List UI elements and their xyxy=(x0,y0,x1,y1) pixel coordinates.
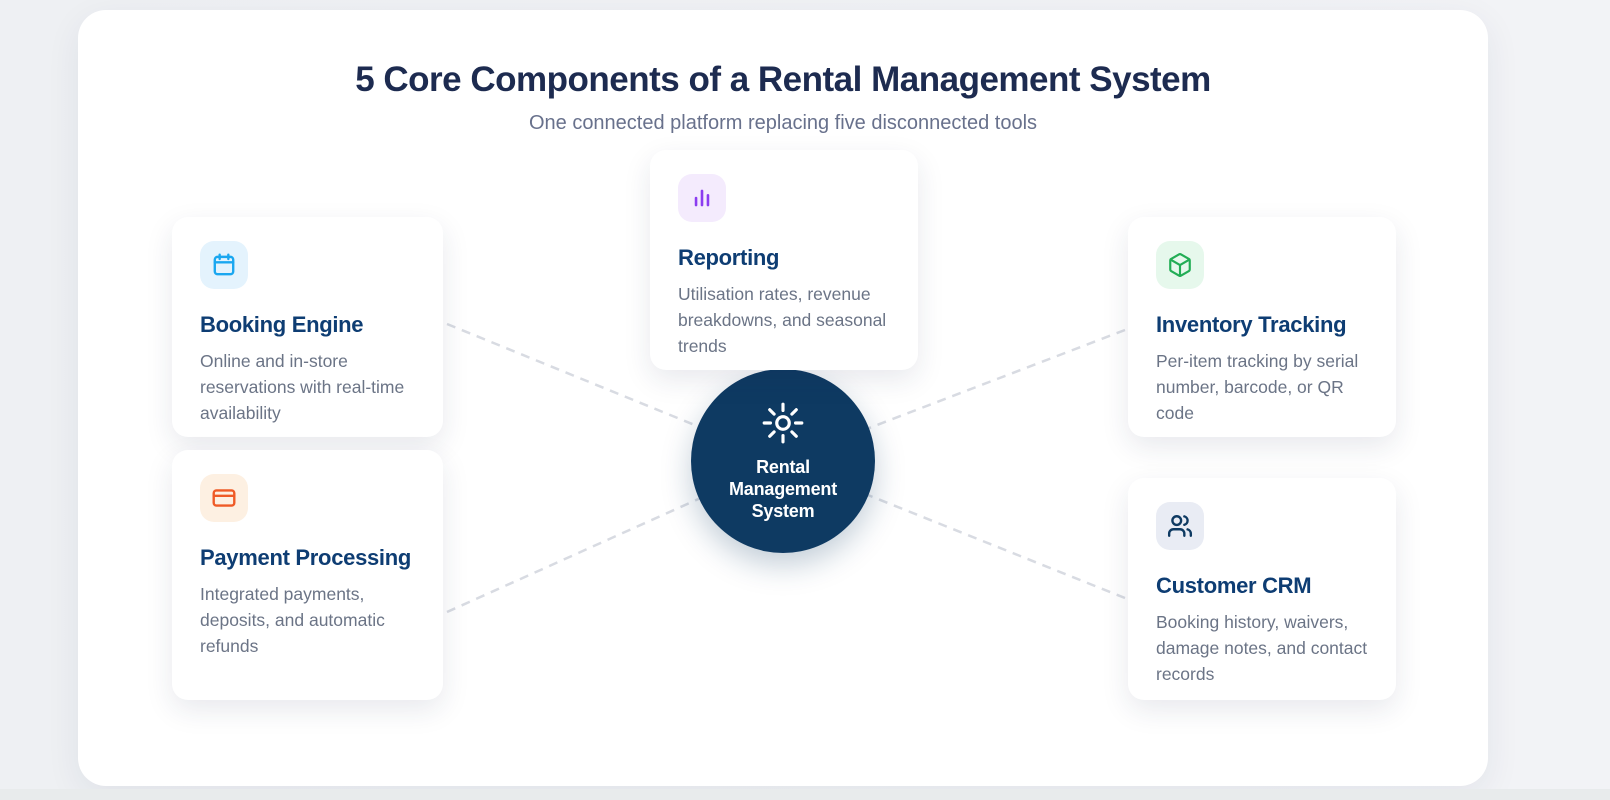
card-reporting: Reporting Utilisation rates, revenue bre… xyxy=(650,150,918,370)
card-title: Payment Processing xyxy=(200,545,412,570)
bottom-strip xyxy=(0,789,1610,800)
card-booking-engine: Booking Engine Online and in-store reser… xyxy=(172,217,443,437)
cube-icon xyxy=(1156,241,1204,289)
card-description: Online and in-store reservations with re… xyxy=(200,351,405,423)
users-icon xyxy=(1156,502,1204,550)
page-title: 5 Core Components of a Rental Management… xyxy=(355,60,1211,99)
hub-label: Rental Management System xyxy=(729,456,837,522)
card-title: Booking Engine xyxy=(200,312,364,337)
calendar-icon xyxy=(200,241,248,289)
sunburst-icon xyxy=(762,402,804,444)
hub-label-line1: Rental xyxy=(756,457,810,477)
card-description: Per-item tracking by serial number, barc… xyxy=(1156,351,1359,423)
card-title: Inventory Tracking xyxy=(1156,312,1347,337)
hub-label-line3: System xyxy=(751,501,815,521)
bar-chart-icon xyxy=(678,174,726,222)
card-inventory-tracking: Inventory Tracking Per-item tracking by … xyxy=(1128,217,1396,437)
card-title: Reporting xyxy=(678,245,780,270)
card-description: Utilisation rates, revenue breakdowns, a… xyxy=(678,284,887,356)
card-payment-processing: Payment Processing Integrated payments, … xyxy=(172,450,443,700)
page-subtitle: One connected platform replacing five di… xyxy=(528,112,1038,134)
hub-label-line2: Management xyxy=(728,479,838,499)
card-title: Customer CRM xyxy=(1156,573,1312,598)
hub-rental-management-system: Rental Management System xyxy=(691,369,875,553)
credit-card-icon xyxy=(200,474,248,522)
card-customer-crm: Customer CRM Booking history, waivers, d… xyxy=(1128,478,1396,700)
infographic-panel: 5 Core Components of a Rental Management… xyxy=(78,10,1488,786)
card-description: Integrated payments, deposits, and autom… xyxy=(200,584,385,656)
card-description: Booking history, waivers, damage notes, … xyxy=(1156,612,1368,684)
